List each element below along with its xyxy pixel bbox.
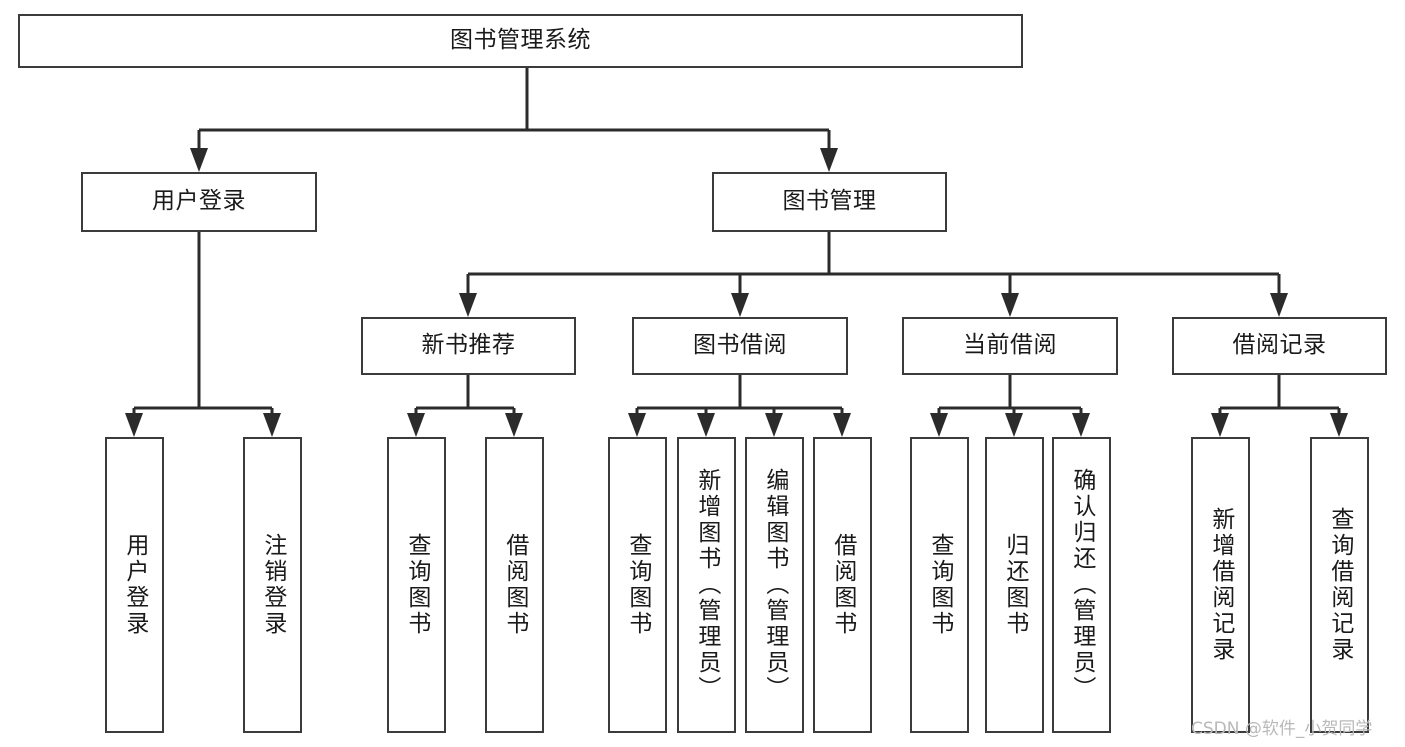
leaf-borrow-book[interactable]: 借阅图书 [813, 437, 872, 733]
node-root[interactable]: 图书管理系统 [18, 14, 1023, 68]
node-borrow-records[interactable]: 借阅记录 [1172, 317, 1387, 375]
leaf-confirm-return[interactable]: 确认归还（管理员） [1052, 437, 1111, 733]
node-root-label: 图书管理系统 [450, 27, 591, 54]
node-current-borrow-label: 当前借阅 [963, 332, 1057, 359]
leaf-query-borrow-record-label: 查询借阅记录 [1326, 507, 1353, 663]
node-user-login[interactable]: 用户登录 [81, 172, 317, 232]
leaf-add-borrow-record[interactable]: 新增借阅记录 [1191, 437, 1250, 733]
node-new-book-recommend-label: 新书推荐 [421, 332, 516, 359]
leaf-borrow-book-label: 借阅图书 [829, 533, 856, 637]
leaf-user-login[interactable]: 用户登录 [105, 437, 164, 733]
node-current-borrow[interactable]: 当前借阅 [902, 317, 1118, 375]
leaf-query-book-current-label: 查询图书 [926, 533, 953, 637]
leaf-add-book[interactable]: 新增图书（管理员） [677, 437, 736, 733]
leaf-borrow-book-recommend-label: 借阅图书 [501, 533, 528, 637]
leaf-logout-label: 注销登录 [259, 533, 286, 637]
leaf-query-book-current[interactable]: 查询图书 [910, 437, 969, 733]
node-borrow-records-label: 借阅记录 [1232, 332, 1327, 359]
leaf-logout[interactable]: 注销登录 [243, 437, 302, 733]
node-new-book-recommend[interactable]: 新书推荐 [361, 317, 576, 375]
csdn-watermark: CSDN @软件_小贺同学 [1191, 719, 1373, 739]
leaf-edit-book-label: 编辑图书（管理员） [761, 468, 788, 702]
leaf-return-book[interactable]: 归还图书 [985, 437, 1044, 733]
node-book-borrow-label: 图书借阅 [693, 332, 787, 359]
leaf-query-book-borrow[interactable]: 查询图书 [608, 437, 667, 733]
node-book-management-label: 图书管理 [782, 188, 877, 215]
leaf-return-book-label: 归还图书 [1001, 533, 1028, 637]
leaf-add-book-label: 新增图书（管理员） [693, 468, 720, 702]
leaf-query-book-borrow-label: 查询图书 [624, 533, 651, 637]
leaf-confirm-return-label: 确认归还（管理员） [1068, 468, 1095, 702]
node-book-borrow[interactable]: 图书借阅 [632, 317, 848, 375]
leaf-query-book-recommend-label: 查询图书 [403, 533, 430, 637]
leaf-user-login-label: 用户登录 [121, 533, 148, 637]
node-book-management[interactable]: 图书管理 [712, 172, 947, 232]
leaf-add-borrow-record-label: 新增借阅记录 [1207, 507, 1234, 663]
leaf-edit-book[interactable]: 编辑图书（管理员） [745, 437, 804, 733]
leaf-borrow-book-recommend[interactable]: 借阅图书 [485, 437, 544, 733]
leaf-query-book-recommend[interactable]: 查询图书 [387, 437, 446, 733]
leaf-query-borrow-record[interactable]: 查询借阅记录 [1310, 437, 1369, 733]
node-user-login-label: 用户登录 [152, 188, 246, 215]
